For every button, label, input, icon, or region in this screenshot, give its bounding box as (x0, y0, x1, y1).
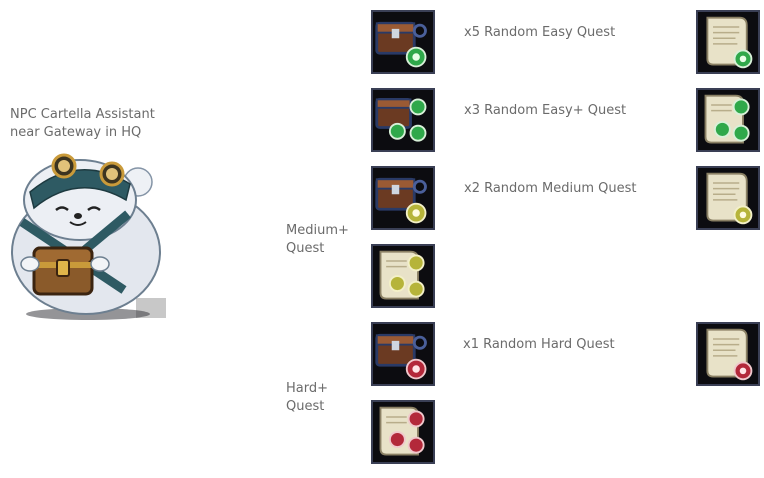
chest-three-green-gems-icon[interactable] (371, 88, 435, 152)
scroll-green-gem-icon[interactable] (696, 10, 760, 74)
scroll-three-yellow-gems-icon[interactable] (371, 244, 435, 308)
npc-location-label: NPC Cartella Assistant near Gateway in H… (10, 107, 155, 140)
reward-text-hard-x1: x1 Random Hard Quest (463, 337, 615, 352)
scroll-red-gem-icon[interactable] (696, 322, 760, 386)
scroll-yellow-gem-icon[interactable] (696, 166, 760, 230)
chest-yellow-gem-icon[interactable] (371, 166, 435, 230)
scroll-three-green-gems-icon[interactable] (696, 88, 760, 152)
reward-text-medium-x2: x2 Random Medium Quest (464, 181, 637, 196)
scroll-three-red-gems-icon[interactable] (371, 400, 435, 464)
medium-plus-quest-label: Medium+ Quest (286, 223, 349, 256)
reward-text-easy-plus-x3: x3 Random Easy+ Quest (464, 103, 627, 118)
hard-plus-quest-label: Hard+ Quest (286, 381, 329, 414)
reward-text-easy-x5: x5 Random Easy Quest (464, 25, 616, 40)
chest-red-gem-icon[interactable] (371, 322, 435, 386)
chest-green-gem-icon[interactable] (371, 10, 435, 74)
furry-npc-with-chest-icon (8, 152, 168, 320)
